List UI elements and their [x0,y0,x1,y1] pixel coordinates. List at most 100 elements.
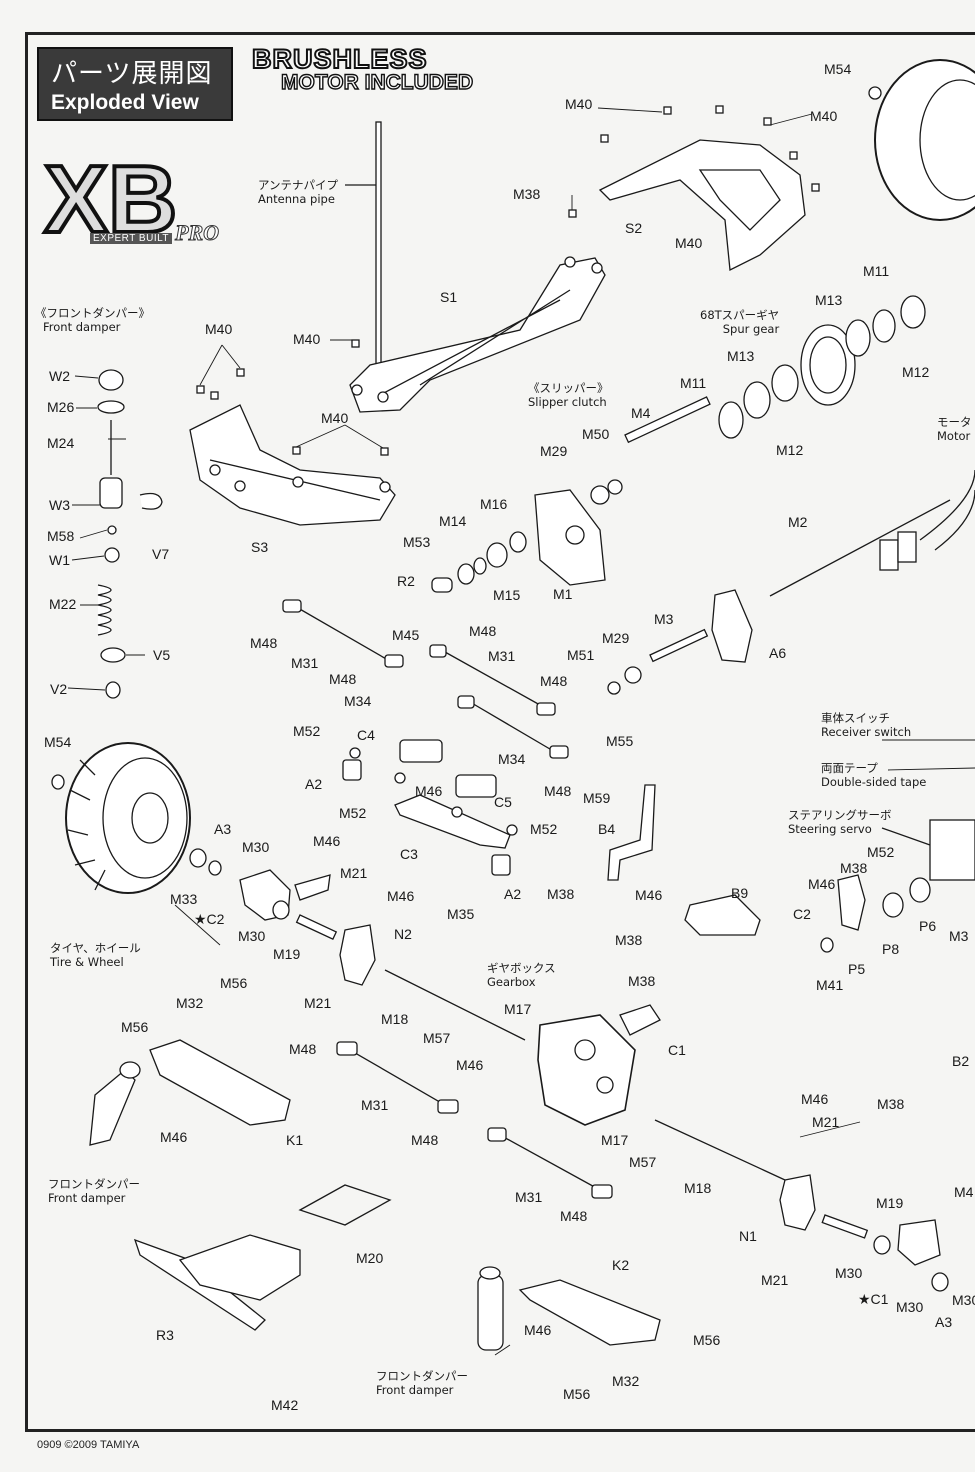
part-label: W3 [49,497,70,513]
logo-subtitle: EXPERT BUILT [90,233,173,244]
page-border [25,32,975,1432]
part-label: M38 [615,932,643,948]
part-label: B9 [731,885,749,901]
part-label: M21 [761,1272,789,1288]
part-label: M21 [340,865,368,881]
part-label: M13 [815,292,843,308]
part-label: M57 [423,1030,451,1046]
title-english: Exploded View [51,91,199,114]
motor-included-heading: MOTOR INCLUDED [280,70,474,94]
front-damper-caption-en: Front damper [43,320,121,335]
part-label: C4 [357,727,375,743]
slipper-caption-en: Slipper clutch [528,395,607,410]
part-label: B2 [952,1053,970,1069]
part-label: A3 [935,1314,953,1330]
slipper-caption-jp: 《スリッパー》 [528,381,609,395]
part-label: M54 [44,734,72,750]
part-label: M48 [560,1208,588,1224]
damper-coilover-left [89,1061,141,1146]
part-label: M38 [877,1096,905,1112]
part-label: M2 [788,514,808,530]
part-label: A6 [769,645,787,661]
part-label: P5 [848,961,866,977]
part-label: M4 [631,405,651,421]
front-damper-caption: 《フロントダンパー》 Front damper [35,306,150,335]
suspension-arm-k1 [149,1039,291,1126]
copyright-footer: 0909 ©2009 TAMIYA [37,1439,140,1451]
part-label: M56 [121,1019,149,1035]
part-label: M42 [271,1397,299,1413]
damper3-caption: フロントダンパー Front damper [376,1369,468,1398]
servo-caption-jp: ステアリングサーボ [788,808,892,822]
part-label: M40 [675,235,703,251]
spur-gear-caption-en: Spur gear [722,322,780,337]
front-brace-b9 [684,894,761,936]
part-label: M46 [524,1322,552,1338]
part-label: M30 [242,839,270,855]
part-label: M40 [565,96,593,112]
front-damper-exploded [97,369,163,699]
servo-caption: ステアリングサーボ Steering servo [788,808,892,837]
part-label: M24 [47,435,75,451]
part-label: M31 [488,648,516,664]
part-label: M19 [273,946,301,962]
tire-wheel-right [868,59,975,221]
part-label: M40 [293,331,321,347]
part-label: M38 [840,860,868,876]
part-label: M46 [313,833,341,849]
antenna-mount [607,784,656,881]
motor-caption-jp: モータ [937,415,972,429]
part-label: M58 [47,528,75,544]
part-label: S1 [440,289,458,305]
part-label: M3 [654,611,674,627]
part-label: M26 [47,399,75,415]
servo-caption-en: Steering servo [788,822,872,837]
part-label: M46 [635,887,663,903]
part-label: M55 [606,733,634,749]
tape-caption: 両面テープ Double-sided tape [821,761,926,790]
part-label: A3 [214,821,232,837]
part-label: M12 [776,442,804,458]
part-label: M21 [304,995,332,1011]
antenna-caption-en: Antenna pipe [258,192,335,207]
part-label: M56 [693,1332,721,1348]
rear-bumper-s2 [598,139,806,272]
part-label: C5 [494,794,512,810]
part-label: M29 [602,630,630,646]
front-bumper-r3 [133,1234,301,1331]
suspension-arm-k2 [518,1279,661,1346]
part-label: M34 [344,693,372,709]
part-label: M22 [49,596,77,612]
pinion-parts [431,531,527,593]
part-label: R3 [156,1327,174,1343]
part-label: M48 [289,1041,317,1057]
part-label: M48 [411,1132,439,1148]
part-label: M48 [469,623,497,639]
receiver-switch-caption: 車体スイッチ Receiver switch [821,711,911,740]
part-label: M59 [583,790,611,806]
part-label: M52 [867,844,895,860]
antenna-caption-jp: アンテナパイプ [258,178,339,192]
part-label: M33 [170,891,198,907]
part-label: M41 [816,977,844,993]
part-label: M46 [160,1129,188,1145]
motor-plate [534,489,606,586]
part-label: M40 [810,108,838,124]
part-label: N2 [394,926,412,942]
damper2-caption-en: Front damper [48,1191,126,1206]
leader-lines [67,107,975,1356]
part-label: C2 [793,906,811,922]
part-label: M38 [547,886,575,902]
part-label: B4 [598,821,616,837]
servo-saver [820,874,931,953]
spur-gear-caption-jp: 68Tスパーギヤ [700,308,780,322]
part-label: M18 [684,1180,712,1196]
tape-caption-jp: 両面テープ [821,761,878,775]
part-label: M52 [530,821,558,837]
gearbox [537,1004,661,1126]
part-label: K2 [612,1257,630,1273]
part-label: M52 [339,805,367,821]
part-label: M13 [727,348,755,364]
part-label: M30 [952,1292,975,1308]
gearbox-caption-en: Gearbox [487,975,536,990]
